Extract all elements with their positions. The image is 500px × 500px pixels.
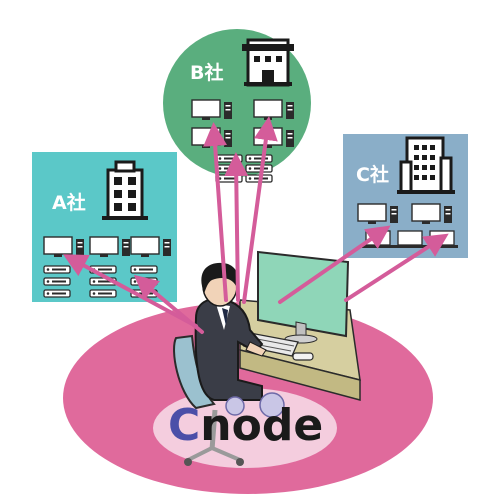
connection-arrows [62,116,449,334]
office-building-icon [397,136,455,194]
company-b-label: B社 [190,62,224,84]
brand-bubbles [225,392,285,418]
brand-name-rest: node [200,400,324,451]
company-a-label: A社 [52,192,86,214]
arrow-to-a-upper [62,254,198,328]
brand-logo: Cnode [168,400,323,451]
company-a-panel [32,152,177,302]
person-at-desk-icon [194,262,267,401]
office-building-icon [102,160,148,220]
arrow-to-b-left [203,122,228,302]
company-c-panel [343,134,468,258]
arrow-to-a-lower [133,274,204,334]
company-c-label: C社 [356,164,389,186]
arrow-to-c-left [278,225,391,304]
arrow-to-b-right [242,116,278,304]
office-building-icon [242,38,294,87]
arrow-to-c-right [344,233,449,302]
mouse-icon [292,352,314,361]
brand-letter-c: C [168,400,201,451]
arrow-to-b-middle [224,152,249,302]
